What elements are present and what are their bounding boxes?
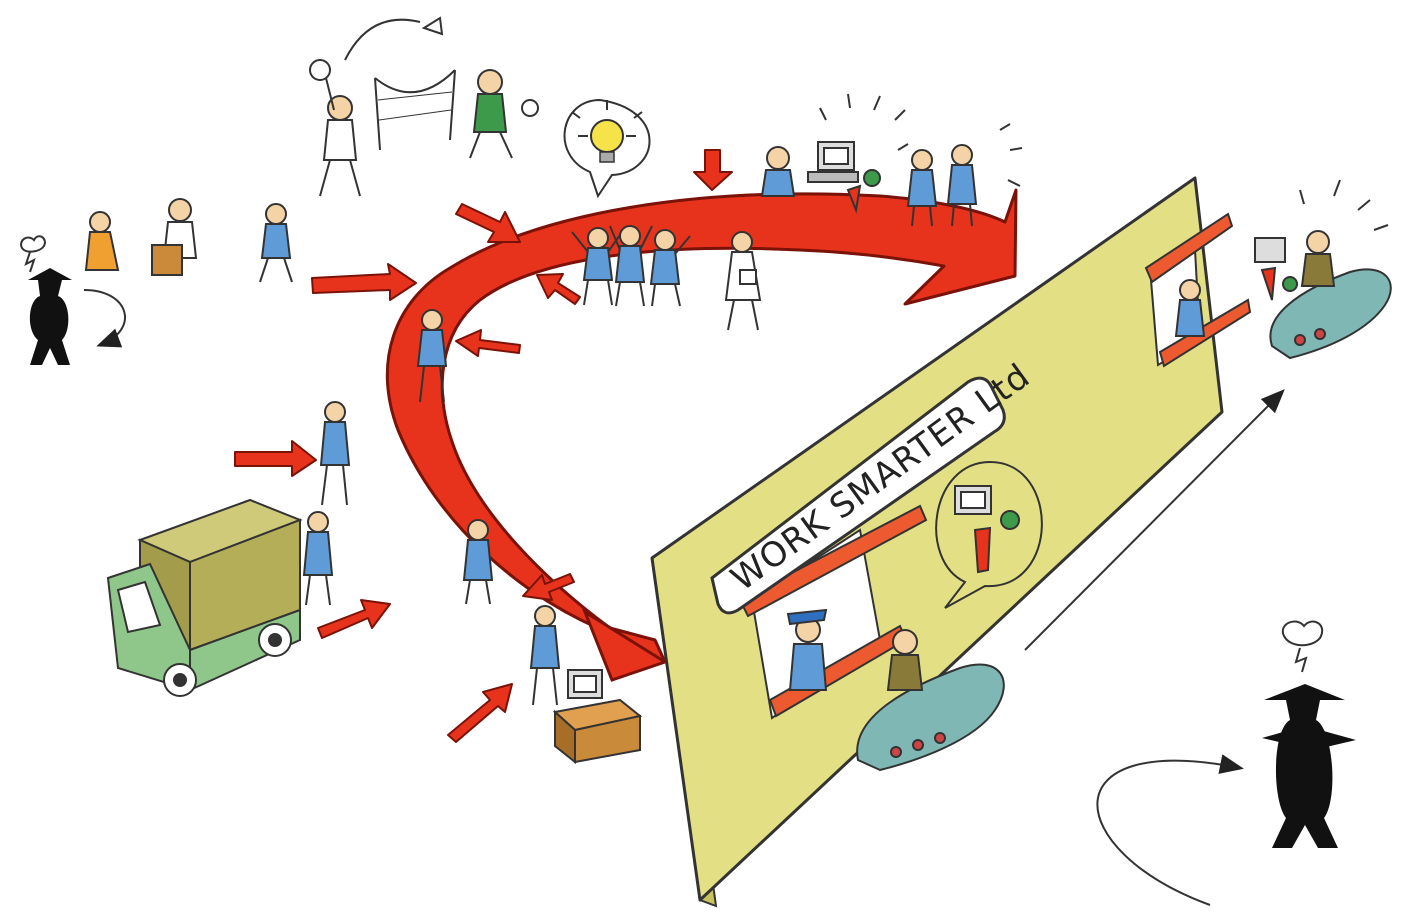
- confused-path-left: [83, 289, 126, 348]
- badminton-player: [309, 59, 361, 197]
- upper-counter: [1158, 298, 1252, 368]
- input-arrow: [522, 573, 575, 601]
- idea-bubble: [563, 98, 651, 199]
- storm-cloud-icon: [1281, 620, 1323, 673]
- office-worker: [760, 146, 796, 197]
- input-arrow: [311, 263, 417, 301]
- grumpy-silhouette-right: [1096, 620, 1356, 906]
- upper-awning: [1144, 212, 1234, 284]
- customer-car-lower: [856, 629, 1005, 772]
- arc-worker: [462, 519, 494, 605]
- desk-worker: [151, 198, 198, 276]
- walking-worker: [259, 203, 293, 283]
- computer-icon: [954, 485, 1020, 574]
- lightbulb-icon: [571, 100, 643, 163]
- customer-car-upper: [1269, 230, 1392, 360]
- lower-thought-bubble: [935, 460, 1043, 609]
- shuttle-trajectory: [344, 18, 421, 61]
- input-arrow: [536, 273, 581, 305]
- confused-path-right: [1096, 754, 1244, 906]
- arc-worker: [416, 309, 448, 403]
- inspector-woman: [724, 231, 762, 331]
- upper-window-server: [1174, 279, 1206, 337]
- motion-lines: [819, 93, 1389, 231]
- badminton-net: [374, 69, 456, 151]
- office-worker: [946, 144, 978, 227]
- computer-icon: [567, 669, 603, 699]
- office-desk: [552, 698, 643, 765]
- office-worker: [906, 149, 938, 227]
- input-arrow: [234, 440, 317, 477]
- badminton-shuttle-icon: [421, 16, 444, 36]
- cheering-worker: [571, 227, 623, 306]
- delivery-truck: [106, 498, 303, 697]
- storm-cloud-icon: [20, 235, 46, 273]
- arc-worker: [319, 401, 351, 506]
- input-arrows: [234, 149, 733, 743]
- sign-board: [710, 376, 1006, 615]
- walking-woman: [84, 211, 120, 271]
- grumpy-silhouette-left: [20, 235, 126, 365]
- badminton-player: [469, 69, 539, 159]
- computer-icon: [807, 141, 881, 214]
- input-arrow: [455, 329, 521, 357]
- input-arrow: [693, 149, 733, 191]
- computer-icon: [1254, 237, 1298, 301]
- workers: [84, 59, 1206, 706]
- input-arrow: [317, 599, 391, 639]
- cheering-worker: [609, 225, 653, 307]
- progress-arrow: [1024, 389, 1285, 651]
- lower-window-server: [786, 608, 828, 691]
- input-arrow: [447, 683, 513, 743]
- lower-awning: [738, 504, 928, 618]
- process-arrow-tail-tip: [581, 608, 669, 682]
- cheering-worker: [649, 229, 691, 307]
- arc-worker: [302, 511, 334, 606]
- arc-worker: [529, 605, 561, 706]
- input-arrow: [455, 203, 521, 243]
